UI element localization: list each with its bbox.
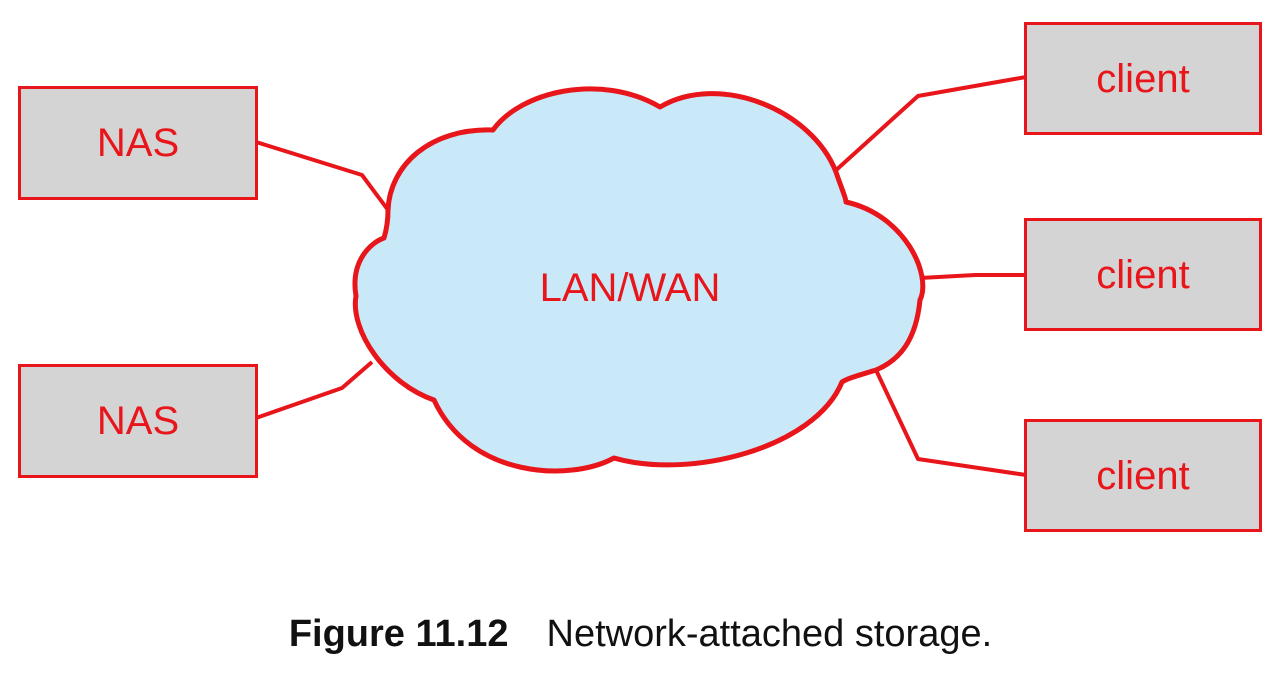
connector-client-middle	[919, 273, 1026, 280]
connector-client-top	[832, 75, 1027, 174]
caption-text: Network-attached storage.	[546, 613, 993, 655]
connector-client-bottom	[874, 369, 1027, 477]
figure-caption: Figure 11.12 Network-attached storage.	[0, 613, 1281, 656]
client-box-middle: client	[1024, 218, 1262, 331]
client-label: client	[1096, 56, 1190, 101]
client-box-bottom: client	[1024, 419, 1262, 532]
connector-nas-bottom	[255, 360, 374, 420]
client-label: client	[1096, 453, 1190, 498]
client-label: client	[1096, 252, 1190, 297]
client-box-top: client	[1024, 22, 1262, 135]
cloud-label: LAN/WAN	[539, 266, 721, 310]
nas-label: NAS	[96, 121, 180, 165]
nas-box-bottom: NAS	[18, 364, 258, 478]
connector-nas-top	[255, 140, 390, 212]
caption-number: Figure 11.12	[288, 613, 509, 655]
nas-label: NAS	[96, 399, 180, 443]
lan-wan-cloud	[352, 86, 926, 474]
nas-box-top: NAS	[18, 86, 258, 200]
